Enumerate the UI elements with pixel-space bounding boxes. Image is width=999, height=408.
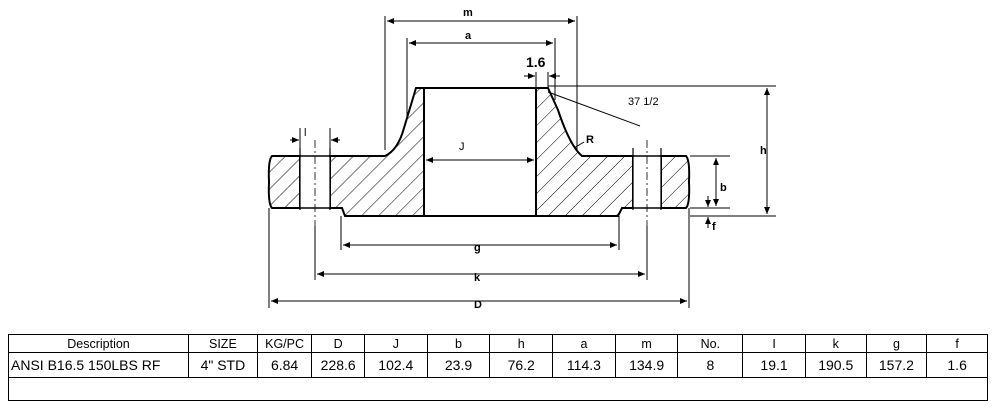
col-header: a bbox=[552, 334, 616, 353]
flange-section-right-hub bbox=[535, 87, 634, 217]
table-cell: ANSI B16.5 150LBS RF bbox=[7, 352, 190, 378]
table-cell: 1.6 bbox=[926, 352, 988, 378]
angle-leader bbox=[547, 91, 641, 127]
label-d: D bbox=[474, 299, 482, 311]
col-header: KG/PC bbox=[256, 334, 313, 353]
flange-drawing: J m a 1.6 37 1/2 R l h b f g k bbox=[267, 7, 776, 311]
label-r: R bbox=[586, 134, 594, 146]
table-header-row: Description SIZE KG/PC D J b h a m No. I… bbox=[7, 334, 988, 353]
table-empty-cell bbox=[8, 377, 988, 401]
table-cell: 157.2 bbox=[865, 352, 928, 378]
label-k: k bbox=[474, 272, 481, 284]
col-header: J bbox=[363, 334, 428, 353]
label-h: h bbox=[760, 145, 767, 157]
label-top-thickness: 1.6 bbox=[526, 54, 546, 70]
col-header: b bbox=[426, 334, 491, 353]
col-header: f bbox=[926, 334, 988, 353]
flange-section-right bbox=[660, 155, 691, 209]
spec-table: Description SIZE KG/PC D J b h a m No. I… bbox=[7, 334, 988, 401]
table-empty-row bbox=[8, 377, 988, 401]
table-cell: 8 bbox=[677, 352, 744, 378]
table-cell: 19.1 bbox=[742, 352, 806, 378]
col-header: m bbox=[614, 334, 679, 353]
col-header: Description bbox=[7, 334, 190, 353]
flange-section-left-hub bbox=[329, 87, 425, 217]
col-header: g bbox=[865, 334, 928, 353]
label-m: m bbox=[463, 7, 473, 19]
col-header: No. bbox=[677, 334, 744, 353]
table-cell: 102.4 bbox=[363, 352, 428, 378]
table-cell: 190.5 bbox=[804, 352, 867, 378]
label-angle: 37 1/2 bbox=[628, 96, 659, 108]
col-header: I bbox=[742, 334, 806, 353]
col-header: k bbox=[804, 334, 867, 353]
label-b: b bbox=[720, 182, 727, 194]
col-header: D bbox=[311, 334, 365, 353]
col-header: h bbox=[489, 334, 554, 353]
label-f: f bbox=[712, 221, 716, 233]
flange-section-left bbox=[267, 155, 301, 209]
label-l: l bbox=[304, 127, 306, 139]
table-cell: 6.84 bbox=[256, 352, 313, 378]
label-a: a bbox=[465, 30, 472, 42]
table-cell: 134.9 bbox=[614, 352, 679, 378]
label-j: J bbox=[459, 141, 465, 153]
table-cell: 4" STD bbox=[188, 352, 258, 378]
table-cell: 76.2 bbox=[489, 352, 554, 378]
table-cell: 23.9 bbox=[426, 352, 491, 378]
table-row: ANSI B16.5 150LBS RF 4" STD 6.84 228.6 1… bbox=[7, 352, 988, 378]
label-g: g bbox=[474, 242, 481, 254]
table-cell: 114.3 bbox=[552, 352, 616, 378]
col-header: SIZE bbox=[188, 334, 258, 353]
table-cell: 228.6 bbox=[311, 352, 365, 378]
